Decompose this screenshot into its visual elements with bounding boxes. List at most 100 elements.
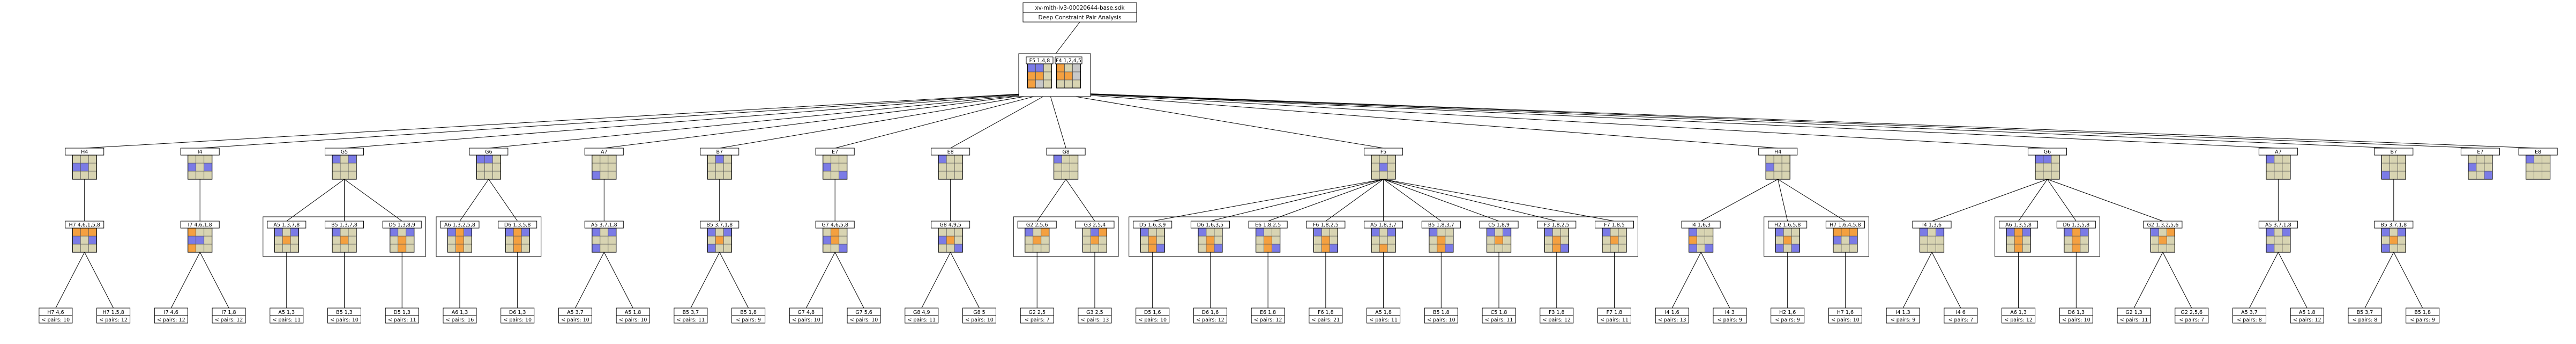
leaf-node-24-info: < pairs: 10 xyxy=(1427,317,1455,323)
level1-node-G8: G8 xyxy=(1046,148,1086,180)
level1-node-E7b-cell-1-2 xyxy=(2484,163,2493,172)
level2-node-A5c-cell-0-1 xyxy=(1379,228,1388,237)
level2-node-I7-cell-2-1 xyxy=(196,244,205,253)
level2-node-B5b-label: B5 3,7,1,8 xyxy=(706,222,733,228)
leaf-node-30-label: H2 1,6 xyxy=(1779,310,1796,316)
level1-node-E7-cell-2-2 xyxy=(839,171,848,180)
level1-node-G8-cell-0-2 xyxy=(1070,155,1078,164)
level2-node-A5c-label: A5 1,8,3,7 xyxy=(1370,222,1397,228)
level2-node-B5c-cell-0-2 xyxy=(1445,228,1454,237)
level2-node-G8-cell-0-1 xyxy=(946,228,955,237)
level2-node-D6b-cell-2-2 xyxy=(1214,244,1223,253)
level2-node-D6-cell-2-1 xyxy=(513,244,522,253)
level1-node-H4b: H4 xyxy=(1758,148,1798,180)
level2-node-H2-cell-0-2 xyxy=(1791,228,1800,237)
level1-node-H4b-cell-2-0 xyxy=(1765,171,1774,180)
level1-node-G6b-cell-0-1 xyxy=(2043,155,2052,164)
level2-node-D5: D5 1,3,8,9 xyxy=(382,221,422,253)
level2-node-H7: H7 4,6,1,5,8 xyxy=(65,221,104,253)
level1-node-A7b-cell-0-0 xyxy=(2266,155,2275,164)
level2-node-H7b-cell-1-1 xyxy=(1841,236,1850,245)
level2-node-G8-cell-2-0 xyxy=(938,244,947,253)
edge-root-H4b xyxy=(1050,92,1778,149)
level2-node-A5b-cell-2-1 xyxy=(600,244,609,253)
level2-node-A6-cell-0-0 xyxy=(447,228,456,237)
level2-node-F6-cell-1-0 xyxy=(1313,236,1322,245)
level1-node-E8b-cell-0-0 xyxy=(2526,155,2535,164)
leaf-node-25-info: < pairs: 11 xyxy=(1485,317,1513,323)
level2-node-D5b-cell-0-0 xyxy=(1140,228,1149,237)
level2-node-G3-cell-0-1 xyxy=(1091,228,1099,237)
level2-node-D5b-cell-2-1 xyxy=(1148,244,1157,253)
edge-root-B7 xyxy=(719,92,1050,149)
edge-root-E8b xyxy=(1050,92,2538,149)
level1-node-H4b-cell-0-1 xyxy=(1773,155,1782,164)
level2-node-A6-cell-2-0 xyxy=(447,244,456,253)
level2-node-G8-cell-1-1 xyxy=(946,236,955,245)
level1-node-B7-cell-0-2 xyxy=(723,155,732,164)
level2-node-C5-cell-0-1 xyxy=(1495,228,1503,237)
leaf-node-17-info: < pairs: 7 xyxy=(1025,317,1050,323)
leaf-node-2-info: < pairs: 12 xyxy=(157,317,185,323)
leaf-node-18-info: < pairs: 13 xyxy=(1081,317,1109,323)
level1-node-H4b-cell-0-2 xyxy=(1781,155,1790,164)
level1-node-E8b-cell-2-1 xyxy=(2534,171,2543,180)
leaf-node-28-label: I4 1,6 xyxy=(1665,310,1679,316)
leaf-node-12: B5 1,8< pairs: 9 xyxy=(731,308,766,324)
level2-node-F7-cell-2-0 xyxy=(1602,244,1611,253)
level2-node-A6-cell-0-2 xyxy=(464,228,472,237)
leaf-node-35-label: D6 1,3 xyxy=(2068,310,2085,316)
edge-B5b-leaf-12 xyxy=(719,252,749,309)
level1-node-E8b-cell-2-0 xyxy=(2526,171,2535,180)
level2-node-G3-label: G3 2,5,4 xyxy=(1084,222,1106,228)
level1-node-E7b-cell-1-0 xyxy=(2468,163,2477,172)
level1-node-H4-label: H4 xyxy=(81,149,88,155)
level2-node-A5-cell-1-1 xyxy=(282,236,291,245)
level1-node-E8-label: E8 xyxy=(947,149,954,155)
level2-node-A6-cell-0-1 xyxy=(456,228,464,237)
edge-A5d-leaf-39 xyxy=(2278,252,2308,309)
level1-node-F5-cell-0-0 xyxy=(1371,155,1380,164)
level2-node-A5c-cell-1-0 xyxy=(1371,236,1380,245)
level1-node-B7b-label: B7 xyxy=(2391,149,2398,155)
level1-node-G8-label: G8 xyxy=(1062,149,1069,155)
level2-node-H7b: H7 1,6,4,5,8 xyxy=(1825,221,1865,253)
level2-node-E6-cell-1-0 xyxy=(1256,236,1265,245)
level2-node-A5-label: A5 1,3,7,8 xyxy=(273,222,300,228)
level2-node-D6c-cell-2-0 xyxy=(2064,244,2073,253)
level2-node-D6c-cell-1-0 xyxy=(2064,236,2073,245)
level1-node-H4-cell-0-1 xyxy=(80,155,89,164)
level2-node-A5b-cell-0-2 xyxy=(608,228,617,237)
level1-node-B7-cell-1-1 xyxy=(715,163,724,172)
level1-node-G6-cell-1-2 xyxy=(492,163,501,172)
level2-node-A5b-cell-1-1 xyxy=(600,236,609,245)
leaf-node-1-label: H7 1,5,8 xyxy=(102,310,124,316)
level1-node-G5-cell-0-1 xyxy=(340,155,349,164)
root-node-0-cell-1-1 xyxy=(1035,71,1044,80)
leaf-node-18: G3 2,5< pairs: 13 xyxy=(1078,308,1112,324)
level2-node-B5b-cell-2-0 xyxy=(707,244,716,253)
edge-G5-A5 xyxy=(286,179,345,222)
level2-node-B5c-label: B5 1,8,3,7 xyxy=(1428,222,1454,228)
level1-node-I4-cell-2-1 xyxy=(196,171,205,180)
level2-node-A5c-cell-0-0 xyxy=(1371,228,1380,237)
leaf-node-36-info: < pairs: 11 xyxy=(2120,317,2148,323)
level2-node-I7-cell-1-0 xyxy=(188,236,197,245)
edge-root-A7b xyxy=(1049,92,2279,149)
leaf-node-10-label: A5 1,8 xyxy=(625,310,641,316)
level2-node-H7-cell-0-2 xyxy=(88,228,97,237)
level2-node-G2-label: G2 2,5,6 xyxy=(1026,222,1048,228)
level2-node-I7-cell-1-2 xyxy=(204,236,213,245)
edge-B5d-leaf-41 xyxy=(2393,252,2423,309)
level2-node-B5b-cell-0-2 xyxy=(723,228,732,237)
level2-node-B5-cell-1-2 xyxy=(348,236,357,245)
level1-node-F5-label: F5 xyxy=(1380,149,1387,155)
level2-node-D6c-cell-2-2 xyxy=(2080,244,2089,253)
leaf-node-5: B5 1,3< pairs: 10 xyxy=(327,308,361,324)
edge-G7-leaf-13 xyxy=(805,252,835,309)
level2-node-H7-cell-1-1 xyxy=(80,236,89,245)
level1-node-F5-cell-1-0 xyxy=(1371,163,1380,172)
leaf-node-22-label: F6 1,8 xyxy=(1318,310,1334,316)
level2-node-B5d-cell-1-2 xyxy=(2397,236,2406,245)
